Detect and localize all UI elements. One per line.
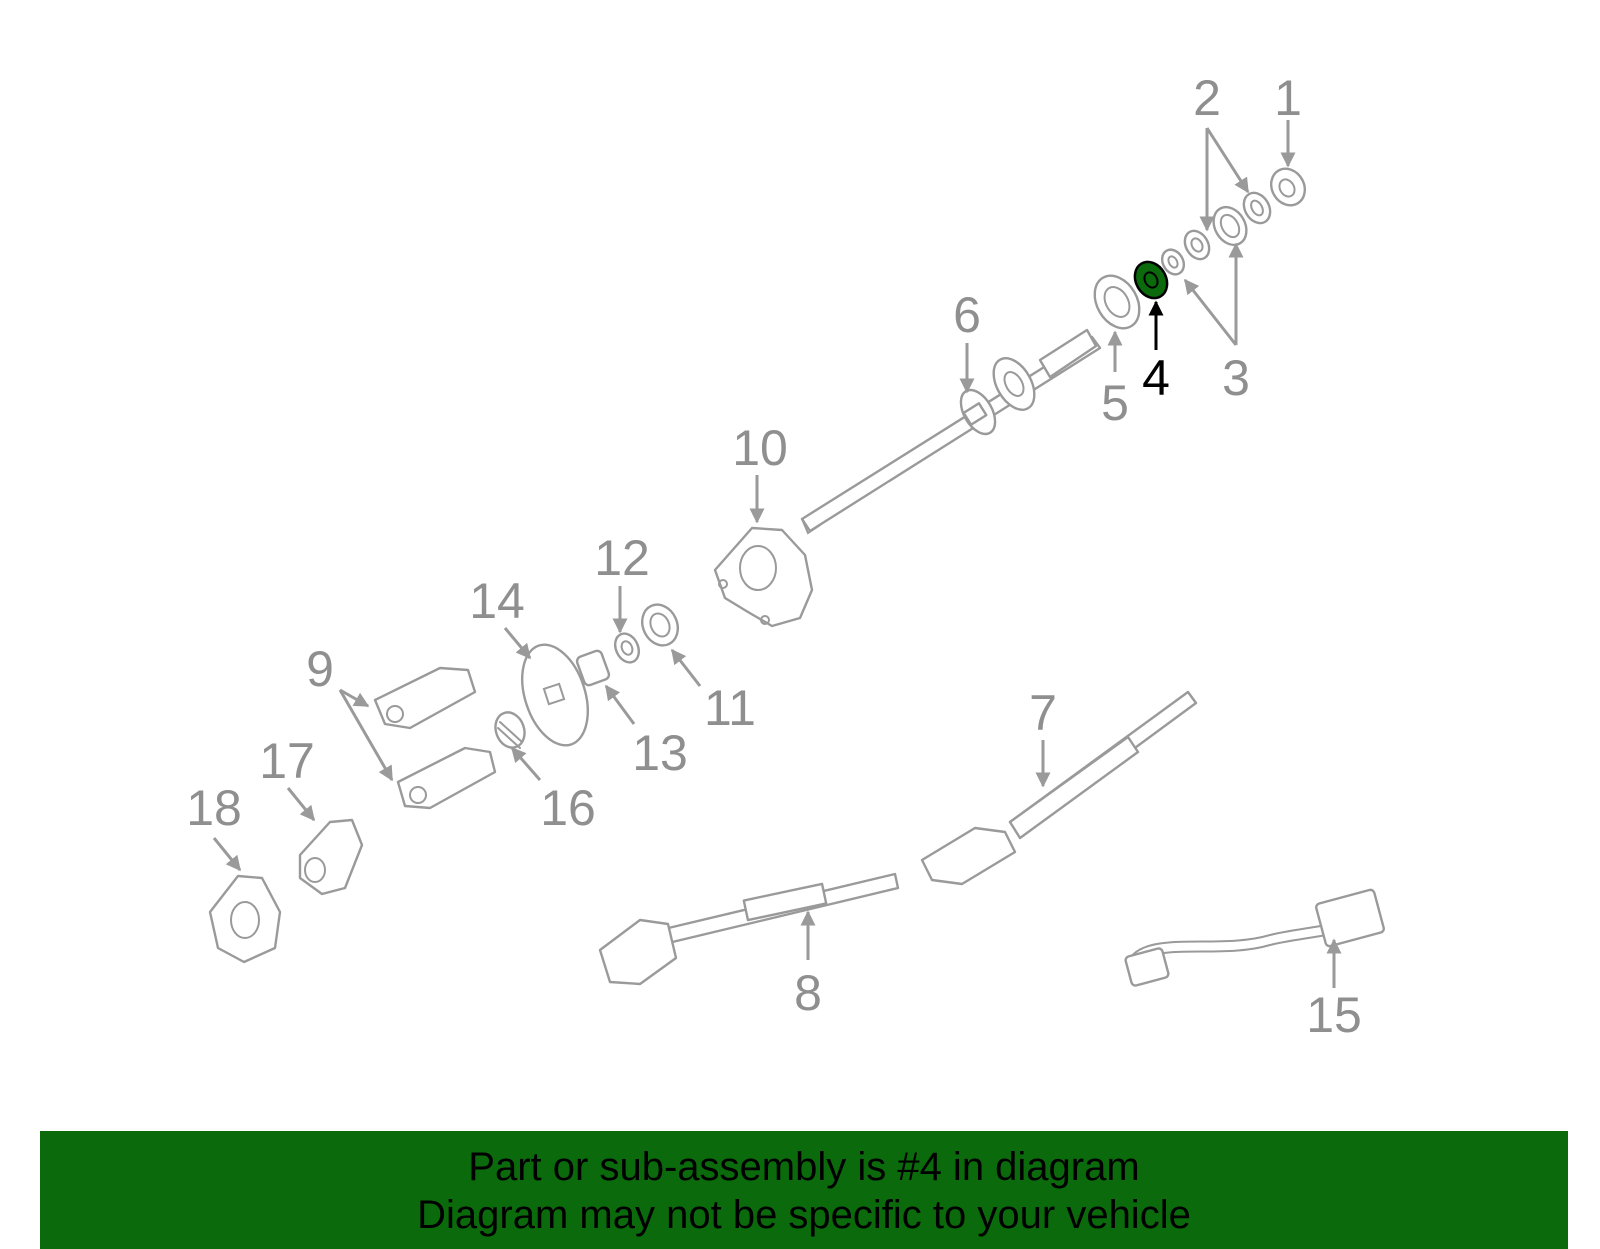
callout-4[interactable]: 4: [1142, 350, 1170, 406]
callout-7[interactable]: 7: [1029, 685, 1057, 741]
callout-3[interactable]: 3: [1222, 350, 1250, 406]
part-info-line: Part or sub-assembly is #4 in diagram: [468, 1145, 1140, 1189]
part-16-spring[interactable]: [491, 708, 530, 751]
part-5-bearing-ring[interactable]: [1086, 268, 1149, 336]
part-13-adapter[interactable]: [575, 649, 611, 687]
callout-14[interactable]: 14: [469, 573, 525, 629]
callout-1[interactable]: 1: [1274, 70, 1302, 126]
callout-8[interactable]: 8: [794, 965, 822, 1021]
part-11-seal[interactable]: [636, 599, 685, 651]
part-4-bearing-highlighted[interactable]: [1129, 256, 1174, 304]
callout-18[interactable]: 18: [186, 780, 242, 836]
part-1-nut[interactable]: [1265, 163, 1312, 212]
part-9-ujoint-lower[interactable]: [396, 746, 497, 810]
callout-9[interactable]: 9: [306, 641, 334, 697]
part-2-retainer-lower[interactable]: [1180, 227, 1214, 264]
callout-10[interactable]: 10: [732, 420, 788, 476]
part-14-sensor-disc[interactable]: [510, 636, 599, 753]
part-9-ujoint-upper[interactable]: [373, 666, 477, 730]
part-12-washer[interactable]: [611, 630, 644, 666]
part-6-upper-shaft[interactable]: [800, 328, 1102, 535]
part-2-retainer-upper[interactable]: [1239, 188, 1276, 228]
callout-11[interactable]: 11: [704, 680, 756, 736]
part-3-washer[interactable]: [1158, 246, 1188, 279]
callout-12[interactable]: 12: [594, 530, 650, 586]
disclaimer-line: Diagram may not be specific to your vehi…: [417, 1193, 1191, 1237]
part-15-wiring-harness[interactable]: [1124, 888, 1385, 987]
callout-16[interactable]: 16: [540, 780, 596, 836]
part-17-mount[interactable]: [298, 818, 364, 896]
part-7-intermediate-shaft[interactable]: [920, 690, 1198, 886]
callout-5[interactable]: 5: [1101, 375, 1129, 431]
callout-6[interactable]: 6: [953, 287, 981, 343]
callout-17[interactable]: 17: [259, 733, 315, 789]
part-info-banner: Part or sub-assembly is #4 in diagram Di…: [40, 1131, 1568, 1249]
callout-15[interactable]: 15: [1306, 987, 1362, 1043]
callout-2[interactable]: 2: [1193, 70, 1221, 126]
part-18-bearing-plate[interactable]: [208, 874, 282, 964]
part-10-housing[interactable]: [713, 526, 814, 628]
callout-13[interactable]: 13: [632, 725, 688, 781]
part-8-lower-shaft[interactable]: [598, 872, 900, 986]
